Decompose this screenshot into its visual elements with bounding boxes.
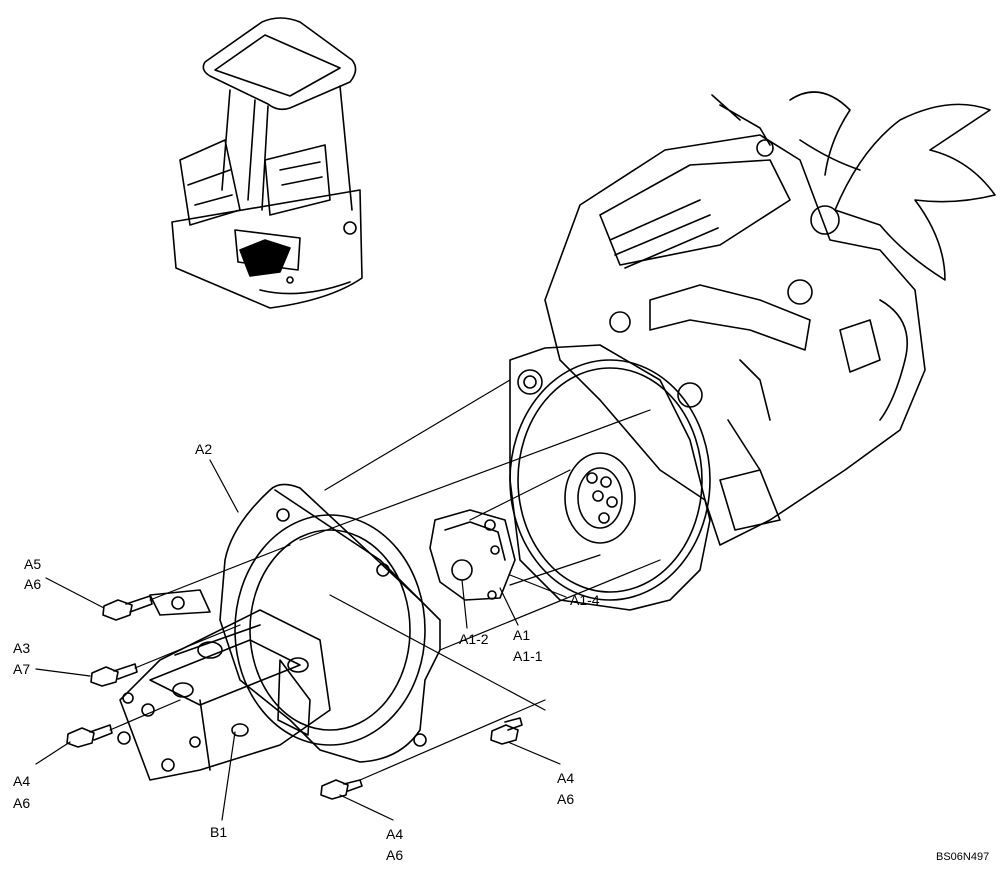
- bolt-a3-a7: [90, 663, 138, 687]
- callout-a6-bottom-left: A6: [13, 795, 31, 811]
- bolt-a5-a6: [102, 595, 153, 621]
- callout-a1-2: A1-2: [459, 631, 489, 647]
- callout-a2: A2: [195, 441, 213, 457]
- callout-a5: A5: [24, 556, 42, 572]
- bolt-a4-center: [320, 779, 363, 800]
- bolt-a4-right: [490, 717, 523, 745]
- bolt-a4-left: [66, 724, 113, 748]
- callout-a4-right: A4: [557, 770, 575, 786]
- callout-a1: A1: [513, 627, 531, 643]
- callout-a4-left: A4: [13, 773, 31, 789]
- figure-id: BS06N497: [936, 851, 990, 863]
- callout-a7: A7: [13, 661, 31, 677]
- callout-a3: A3: [13, 640, 31, 656]
- callout-a1-1: A1-1: [513, 648, 543, 664]
- machine-location-thumbnail: [171, 17, 363, 309]
- callout-a1-4: A1-4: [570, 592, 600, 608]
- callout-a4-center: A4: [386, 826, 404, 842]
- pump-housing: [149, 483, 441, 763]
- callout-b1: B1: [210, 824, 228, 840]
- coupling-part: [429, 509, 516, 601]
- callout-a6-left: A6: [24, 576, 42, 592]
- leader-lines: [35, 459, 567, 821]
- assembly-lines: [109, 379, 661, 781]
- callout-a6-right: A6: [557, 791, 575, 807]
- callout-a6-center: A6: [386, 847, 404, 863]
- hydraulic-pump: [117, 609, 331, 781]
- engine-assembly: [509, 91, 996, 611]
